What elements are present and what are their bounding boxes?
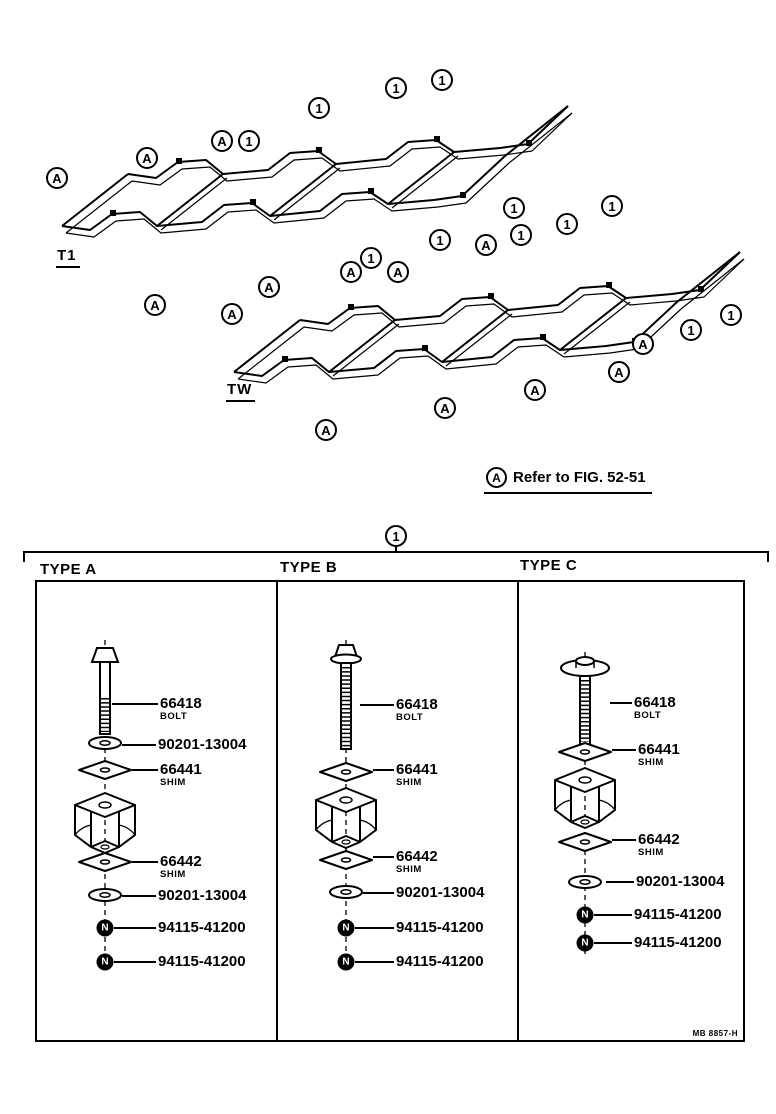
nut-icon: N	[576, 906, 594, 924]
frame-callout: 1	[429, 229, 451, 251]
leader-line	[122, 744, 156, 746]
leader-line	[360, 704, 394, 706]
leader-line	[355, 961, 394, 963]
frame-callout: 1	[238, 130, 260, 152]
nut-icon: N	[576, 934, 594, 952]
leader-line	[612, 749, 636, 751]
part-label-94115-41200: 94115-41200	[594, 935, 722, 951]
leader-line	[114, 927, 156, 929]
frame-callout: A	[434, 397, 456, 419]
leader-line	[594, 942, 632, 944]
frame-callout: A	[608, 361, 630, 383]
frame-callout: 1	[503, 197, 525, 219]
leader-line	[132, 769, 158, 771]
leader-line	[114, 961, 156, 963]
nut-icon: N	[337, 919, 355, 937]
frame-callout: A	[475, 234, 497, 256]
leader-line	[373, 769, 394, 771]
part-label-94115-41200: 94115-41200	[114, 920, 246, 936]
frame-t1-illustration	[61, 105, 573, 238]
type-a-header: TYPE A	[40, 561, 97, 578]
frame-callout: 1	[308, 97, 330, 119]
leader-line	[122, 895, 156, 897]
flange-bolt-icon	[330, 644, 362, 750]
leader-line	[610, 702, 632, 704]
part-label-94115-41200: 94115-41200	[114, 954, 246, 970]
column-divider	[517, 582, 519, 1040]
frame-tw-illustration	[233, 251, 745, 384]
frame-callout: A	[315, 419, 337, 441]
group-callout-1: 1	[385, 525, 407, 547]
part-label-94115-41200: 94115-41200	[355, 954, 484, 970]
frame-callout: 1	[360, 247, 382, 269]
frame-callout: A	[632, 333, 654, 355]
part-label-90201-13004: 90201-13004	[363, 885, 484, 901]
group-bracket-line	[23, 551, 769, 562]
frame-callout: A	[136, 147, 158, 169]
frame-callout: 1	[556, 213, 578, 235]
column-divider	[276, 582, 278, 1040]
type-a-parts-stack	[74, 640, 136, 972]
frame-callout: A	[211, 130, 233, 152]
type-b-header: TYPE B	[280, 559, 338, 576]
frame-callout: A	[524, 379, 546, 401]
leader-line	[606, 881, 634, 883]
part-label-90201-13004: 90201-13004	[122, 737, 246, 753]
part-label-90201-13004: 90201-13004	[606, 874, 724, 890]
leader-line	[355, 927, 394, 929]
leader-line	[594, 914, 632, 916]
type-c-header: TYPE C	[520, 557, 578, 574]
reference-note: A Refer to FIG. 52-51	[484, 467, 652, 494]
leader-line	[132, 861, 158, 863]
frame-label-tw: TW	[226, 381, 256, 402]
frame-callout: 1	[601, 195, 623, 217]
reference-text: Refer to FIG. 52-51	[513, 469, 646, 486]
leader-line	[612, 839, 636, 841]
frame-callout: A	[221, 303, 243, 325]
frame-callout: A	[46, 167, 68, 189]
frame-callout: 1	[680, 319, 702, 341]
figure-code: MB 8857-H	[692, 1029, 738, 1038]
frame-callout: A	[258, 276, 280, 298]
part-label-94115-41200: 94115-41200	[355, 920, 484, 936]
part-label-94115-41200: 94115-41200	[594, 907, 722, 923]
part-label-90201-13004: 90201-13004	[122, 888, 246, 904]
leader-line	[373, 856, 394, 858]
frame-callout: A	[340, 261, 362, 283]
type-table: MB 8857-H	[35, 580, 745, 1042]
frame-callout: A	[144, 294, 166, 316]
nut-icon: N	[96, 919, 114, 937]
frame-callout: 1	[720, 304, 742, 326]
nut-icon: N	[96, 953, 114, 971]
frame-label-t1: T1	[56, 247, 80, 268]
callout-a-icon: A	[486, 467, 507, 488]
bolt-icon	[90, 647, 120, 735]
frame-callout: 1	[510, 224, 532, 246]
frame-callout: A	[387, 261, 409, 283]
leader-line	[363, 892, 394, 894]
leader-line	[112, 703, 158, 705]
type-b-parts-stack	[315, 640, 377, 972]
frame-callout: 1	[385, 77, 407, 99]
frame-callout: 1	[431, 69, 453, 91]
nut-icon: N	[337, 953, 355, 971]
